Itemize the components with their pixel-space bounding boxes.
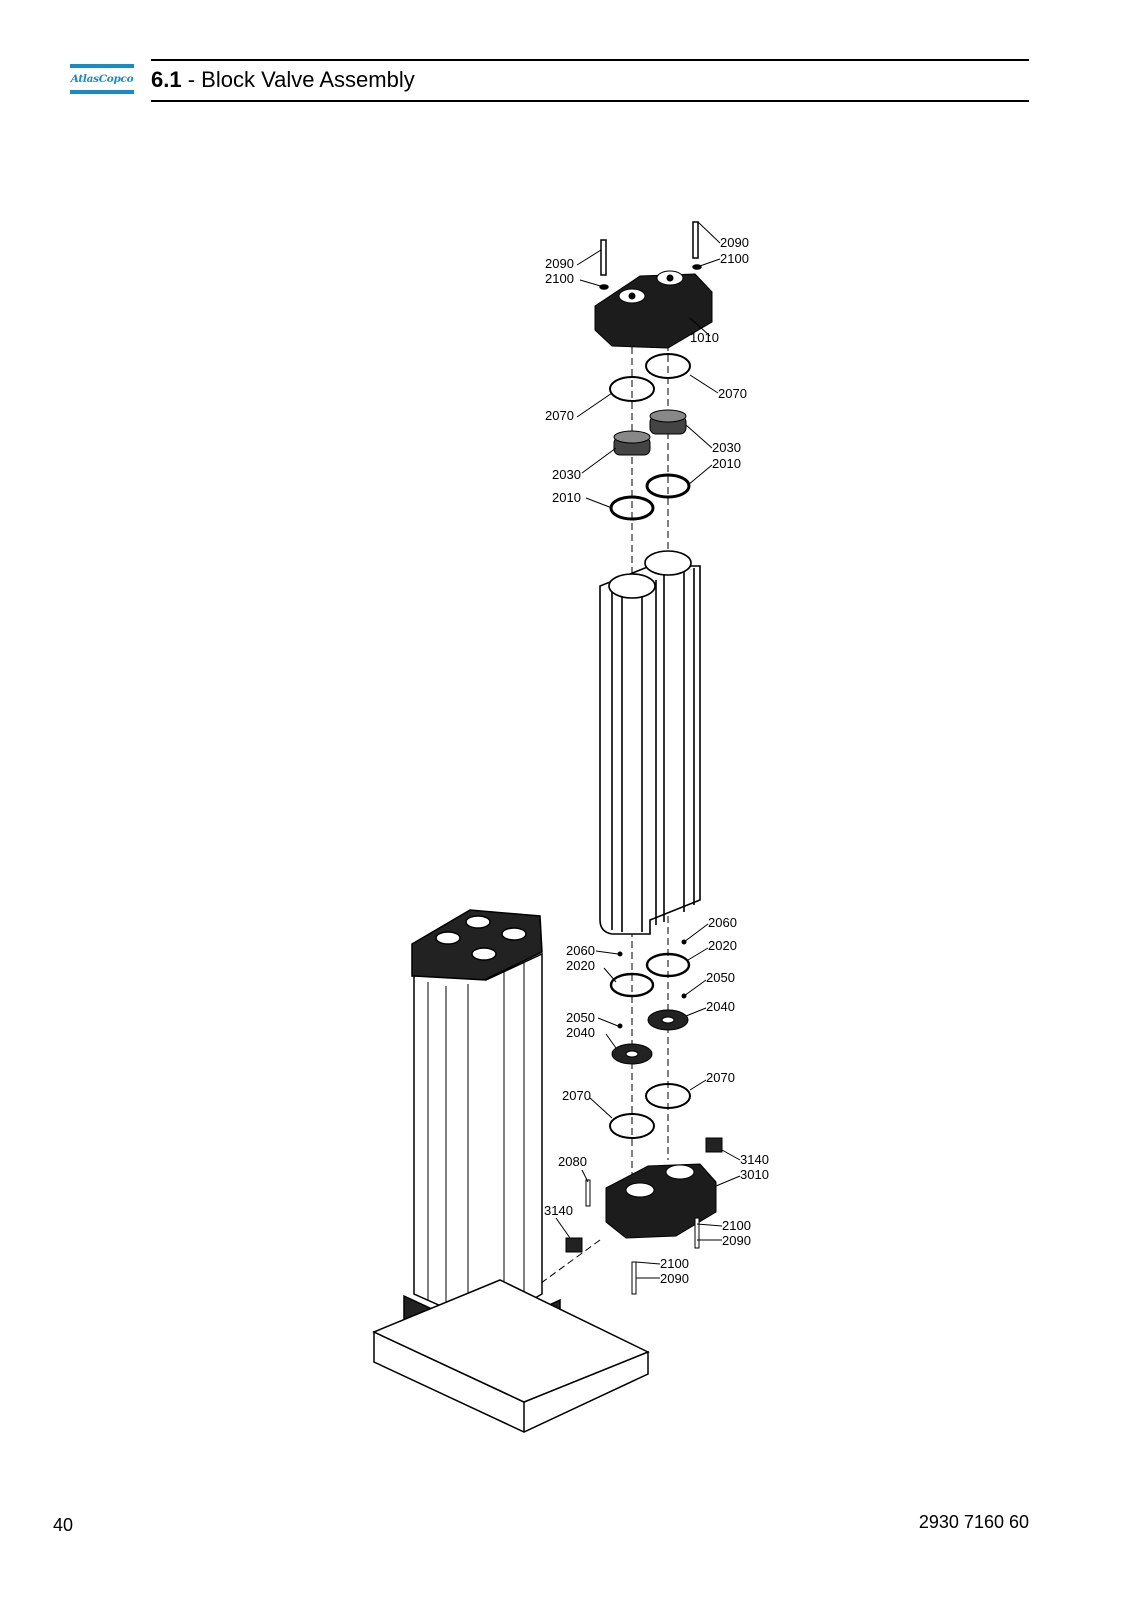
callout-label: 2090 [660, 1271, 689, 1286]
lower-rings-and-diffusers [609, 939, 691, 1139]
callout-label: 1010 [690, 330, 719, 345]
callout-label: 2040 [566, 1025, 595, 1040]
callout-label: 2060 [566, 943, 595, 958]
callout-label: 2100 [722, 1218, 751, 1233]
header-rule-top [151, 59, 1029, 61]
callout-label: 2020 [708, 938, 737, 953]
callout-label: 2070 [718, 386, 747, 401]
logo-band-top [70, 64, 134, 68]
section-separator: - [181, 67, 202, 92]
page-title: 6.1 - Block Valve Assembly [151, 66, 415, 94]
callout-label: 2100 [720, 251, 749, 266]
callout-label: 2090 [722, 1233, 751, 1248]
document-number: 2930 7160 60 [918, 1512, 1029, 1532]
leader-lines [555, 221, 741, 1279]
section-title: Block Valve Assembly [201, 67, 415, 92]
logo-band-bottom [70, 90, 134, 94]
bottom-block-valve [565, 1137, 723, 1295]
callout-labels: 2090 2100 2090 2100 1010 2070 2070 2030 … [544, 235, 769, 1286]
logo-wordmark: AtlasCopco [70, 73, 134, 85]
column-housing [599, 550, 701, 935]
top-block-valve [594, 270, 713, 349]
callout-label: 2010 [712, 456, 741, 471]
callout-label: 3010 [740, 1167, 769, 1182]
callout-label: 2100 [660, 1256, 689, 1271]
callout-label: 2030 [712, 440, 741, 455]
atlas-copco-logo: AtlasCopco [70, 64, 134, 94]
callout-label: 2070 [545, 408, 574, 423]
callout-label: 2100 [545, 271, 574, 286]
callout-label: 2060 [708, 915, 737, 930]
callout-label: 2010 [552, 490, 581, 505]
header-rule-bottom [151, 100, 1029, 102]
callout-label: 2090 [545, 256, 574, 271]
callout-label: 2070 [562, 1088, 591, 1103]
callout-label: 2040 [706, 999, 735, 1014]
callout-label: 2030 [552, 467, 581, 482]
callout-label: 2070 [706, 1070, 735, 1085]
callout-label: 3140 [544, 1203, 573, 1218]
page-number: 40 [53, 1515, 74, 1535]
callout-label: 3140 [740, 1152, 769, 1167]
section-number: 6.1 [151, 67, 182, 92]
assembled-dryer [372, 909, 650, 1433]
callout-label: 2080 [558, 1154, 587, 1169]
upper-screens [613, 409, 687, 456]
callout-label: 2020 [566, 958, 595, 973]
callout-label: 2050 [566, 1010, 595, 1025]
callout-label: 2090 [720, 235, 749, 250]
callout-label: 2050 [706, 970, 735, 985]
